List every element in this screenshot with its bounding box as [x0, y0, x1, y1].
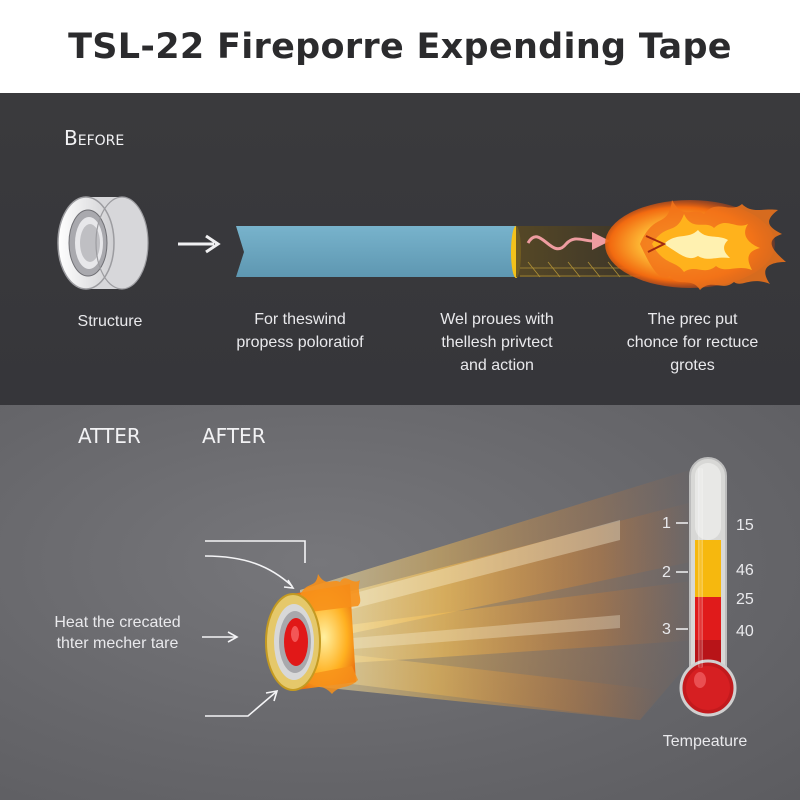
after-label-2: AFTER	[202, 424, 266, 448]
flame-icon	[605, 200, 786, 290]
thermometer-label: Tempeature	[662, 733, 748, 750]
after-diagram	[202, 457, 737, 720]
thermo-value-1: 15	[736, 517, 754, 534]
caption-step-4: The prec put chonce for rectuce grotes	[626, 311, 759, 374]
caption-step-2: For theswind propess poloratiof	[236, 311, 364, 351]
thermo-tick-2: 2	[662, 564, 671, 581]
thermo-value-3: 25	[736, 591, 754, 608]
pointer-lines	[202, 540, 306, 717]
heat-caption: Heat the crecated thter mecher tare	[54, 614, 181, 652]
header: TSL-22 Fireporre Expending Tape	[0, 0, 800, 93]
expansion-arrow-icon	[526, 232, 610, 251]
before-diagram	[57, 196, 786, 290]
burning-tape-roll-icon	[265, 574, 361, 694]
arrow-right-icon	[178, 234, 221, 254]
caption-step-3: Wel proues with thellesh privtect and ac…	[440, 311, 554, 374]
heat-beams	[300, 470, 700, 720]
thermo-tick-3: 3	[662, 621, 671, 638]
thermometer-icon	[676, 457, 737, 717]
page-title: TSL-22 Fireporre Expending Tape	[68, 26, 732, 67]
tape-strip	[236, 226, 640, 278]
thermo-tick-1: 1	[662, 515, 671, 532]
thermo-value-4: 40	[736, 623, 754, 640]
tape-roll-icon	[57, 196, 149, 290]
caption-structure: Structure	[77, 313, 143, 330]
thermo-value-2: 46	[736, 562, 754, 579]
before-label: Before	[64, 126, 125, 150]
after-label-1: ATTER	[78, 424, 141, 448]
